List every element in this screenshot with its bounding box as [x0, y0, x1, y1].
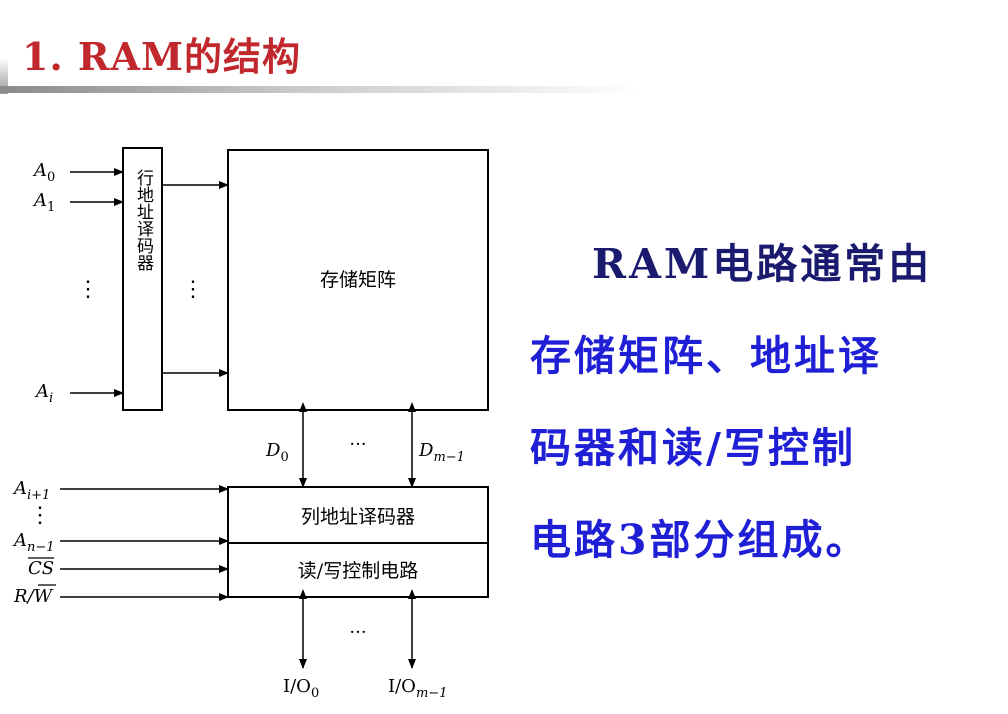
data-line-dots: ···: [349, 434, 366, 455]
title-accent-bar: [0, 58, 8, 94]
label-dm: Dm−1: [418, 440, 465, 465]
label-io0: I/O0: [283, 676, 319, 701]
description-text: RAM电路通常由 存储矩阵、地址译 码器和读/写控制 电路3部分组成。: [530, 218, 990, 586]
title-underline: [0, 86, 640, 93]
description-line-3: 码器和读/写控制: [530, 424, 856, 472]
label-an1: An−1: [12, 530, 55, 555]
label-cs: CS: [28, 558, 54, 579]
row-decoder-box: [122, 147, 163, 411]
label-ai1: Ai+1: [12, 478, 50, 503]
label-rw: R/W: [13, 586, 54, 607]
description-line-2: 存储矩阵、地址译: [530, 332, 882, 380]
row-decoder-label: 行地址译码器: [133, 169, 154, 271]
io-line-dots: ···: [349, 622, 366, 643]
memory-array-label: 存储矩阵: [320, 269, 396, 291]
description-line-4: 电路3部分组成。: [530, 516, 870, 564]
memory-array-box: [227, 149, 489, 411]
row-input-dots: ⋮: [77, 277, 99, 302]
label-ai: Ai: [34, 381, 53, 406]
description-line-1: RAM电路通常由: [592, 240, 933, 288]
label-a1: A1: [32, 190, 55, 215]
label-a0: A0: [32, 160, 55, 185]
column-input-dots: ⋮: [29, 503, 51, 528]
rw-control-label: 读/写控制电路: [298, 560, 418, 582]
column-decoder-label: 列地址译码器: [301, 506, 415, 528]
label-iom: I/Om−1: [388, 676, 447, 701]
row-output-dots: ⋮: [182, 277, 204, 302]
label-d0: D0: [265, 440, 289, 465]
slide-title: 1. RAM的结构: [22, 34, 302, 79]
